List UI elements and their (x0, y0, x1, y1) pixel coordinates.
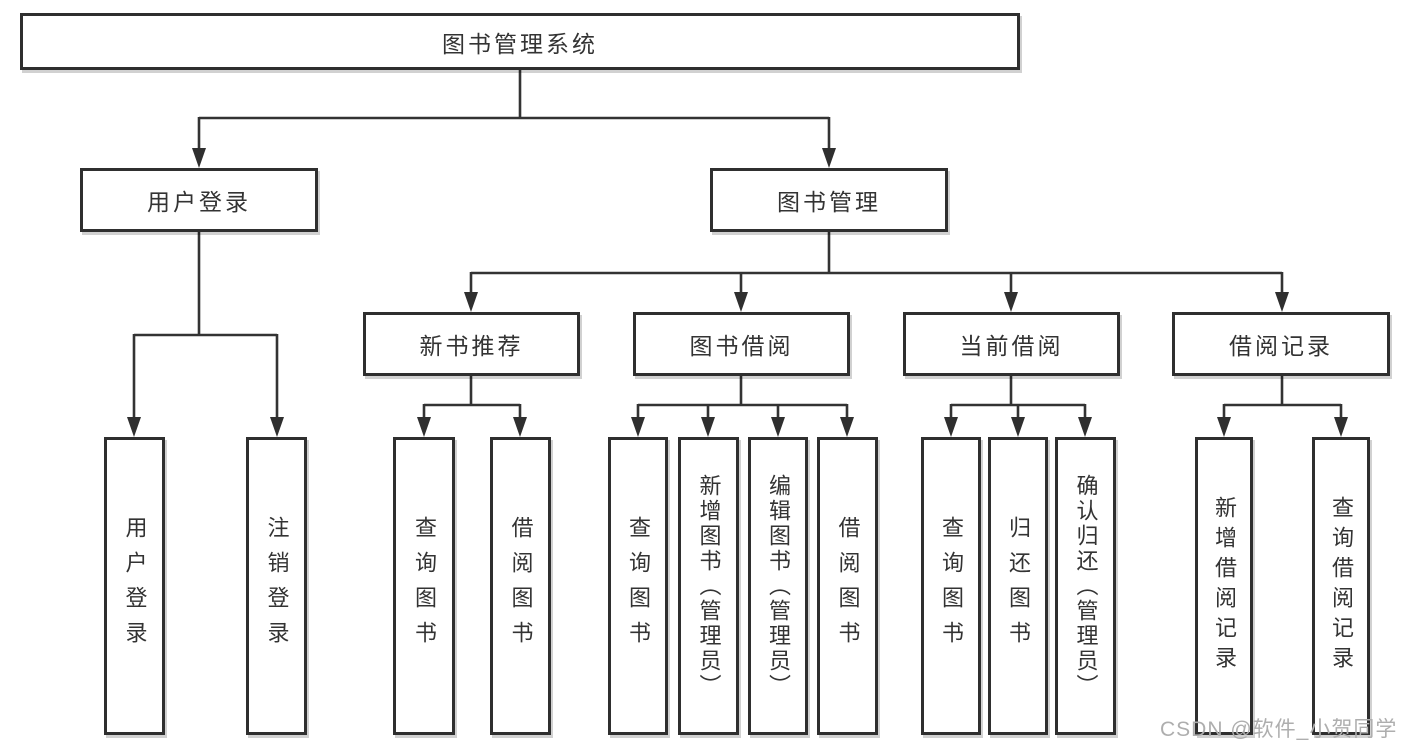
node-new-book-recommend: 新书推荐 (363, 312, 580, 376)
node-label: 图书管理系统 (442, 30, 598, 57)
node-current-borrow: 当前借阅 (903, 312, 1120, 376)
node-label: 图书管理 (777, 189, 881, 215)
arrow-down-icon (944, 417, 958, 437)
arrow-down-icon (270, 417, 284, 437)
leaf-logout: 注销登录 (246, 437, 307, 735)
node-label: 用户登录 (147, 189, 251, 215)
arrow-down-icon (127, 417, 141, 437)
node-label: 查询图书 (412, 516, 437, 656)
arrow-down-icon (840, 417, 854, 437)
leaf-return-books: 归还图书 (988, 437, 1048, 735)
node-label: 归还图书 (1006, 516, 1031, 656)
leaf-query-books-borrow: 查询图书 (608, 437, 668, 735)
arrow-down-icon (734, 292, 748, 312)
leaf-query-borrow-record: 查询借阅记录 (1312, 437, 1370, 735)
node-borrow-records: 借阅记录 (1172, 312, 1390, 376)
node-label: 查询借阅记录 (1329, 496, 1354, 676)
node-label: 编辑图书（管理员） (766, 473, 791, 699)
leaf-user-login: 用户登录 (104, 437, 165, 735)
node-book-borrow: 图书借阅 (633, 312, 850, 376)
arrow-down-icon (701, 417, 715, 437)
leaf-confirm-return-admin: 确认归还（管理员） (1055, 437, 1116, 735)
node-label: 用户登录 (122, 516, 148, 656)
node-book-management: 图书管理 (710, 168, 948, 232)
arrow-down-icon (1011, 417, 1025, 437)
arrow-down-icon (192, 148, 206, 168)
arrow-down-icon (1004, 292, 1018, 312)
node-label: 图书借阅 (689, 333, 794, 359)
node-label: 借阅图书 (508, 516, 534, 656)
node-label: 新增借阅记录 (1212, 496, 1237, 676)
arrow-down-icon (513, 417, 527, 437)
arrowhead-icons (127, 148, 1348, 437)
node-label: 注销登录 (264, 516, 290, 656)
node-label: 借阅记录 (1229, 333, 1333, 359)
node-label: 新增图书（管理员） (696, 473, 722, 699)
node-label: 借阅图书 (835, 516, 861, 656)
leaf-borrow-books-recommend: 借阅图书 (490, 437, 551, 735)
csdn-watermark: CSDN @软件_小贺同学 (1160, 718, 1398, 741)
node-label: 查询图书 (626, 516, 651, 656)
node-root-library-system: 图书管理系统 (20, 13, 1020, 70)
node-label: 查询图书 (939, 516, 964, 656)
arrow-down-icon (631, 417, 645, 437)
leaf-add-books-admin: 新增图书（管理员） (678, 437, 739, 735)
arrow-down-icon (464, 292, 478, 312)
leaf-query-books-current: 查询图书 (921, 437, 981, 735)
node-label: 当前借阅 (959, 333, 1064, 359)
arrow-down-icon (1275, 292, 1289, 312)
node-label: 确认归还（管理员） (1073, 473, 1099, 699)
arrow-down-icon (1078, 417, 1092, 437)
arrow-down-icon (1334, 417, 1348, 437)
leaf-borrow-books: 借阅图书 (817, 437, 878, 735)
arrow-down-icon (822, 148, 836, 168)
arrow-down-icon (1217, 417, 1231, 437)
arrow-down-icon (771, 417, 785, 437)
leaf-edit-books-admin: 编辑图书（管理员） (748, 437, 808, 735)
node-user-login: 用户登录 (80, 168, 318, 232)
node-label: 新书推荐 (419, 333, 524, 359)
arrow-down-icon (417, 417, 431, 437)
leaf-add-borrow-record: 新增借阅记录 (1195, 437, 1253, 735)
leaf-query-books-recommend: 查询图书 (393, 437, 455, 735)
